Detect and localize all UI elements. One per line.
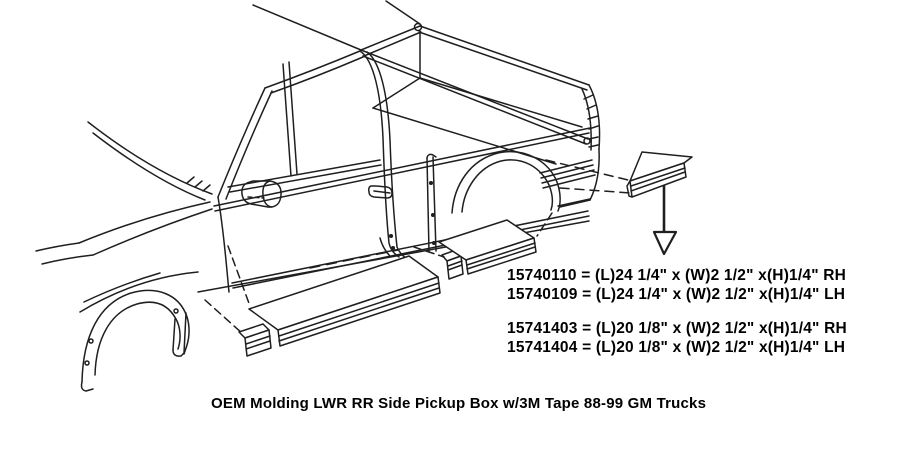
rear-leader-dashes <box>545 159 632 194</box>
molding-strip-short <box>438 219 537 275</box>
rear-molding-piece <box>626 151 693 198</box>
truck-hood-windshield <box>35 121 213 265</box>
spec-group-24in: 15740110 = (L)24 1/4" x (W)2 1/2" x(H)1/… <box>507 266 847 304</box>
top-leader-lines <box>252 0 421 51</box>
part-spec-line: 15741404 = (L)20 1/8" x (W)2 1/2" x(H)1/… <box>507 339 846 356</box>
part-spec-line: 15740110 = (L)24 1/4" x (W)2 1/2" x(H)1/… <box>507 267 847 284</box>
molding-strip-long <box>248 255 441 347</box>
pickup-bed <box>360 22 601 208</box>
lower-molding-assembly <box>238 219 537 357</box>
truck-cab <box>197 50 591 293</box>
bed-front-vertical-strip <box>426 153 437 253</box>
part-spec-line: 15740109 = (L)24 1/4" x (W)2 1/2" x(H)1/… <box>507 286 846 303</box>
down-arrow-icon <box>652 184 678 256</box>
part-specs-block: 15740110 = (L)24 1/4" x (W)2 1/2" x(H)1/… <box>507 266 847 357</box>
rear-wheel-arch <box>451 151 591 214</box>
molding-end-cap-left <box>238 323 272 357</box>
diagram-caption: OEM Molding LWR RR Side Pickup Box w/3M … <box>211 395 707 412</box>
side-mirror <box>241 180 282 208</box>
quarter-panel-molding <box>539 159 596 189</box>
door-handle <box>368 185 393 199</box>
lower-leader-dashes <box>204 212 553 335</box>
part-spec-line: 15741403 = (L)20 1/8" x (W)2 1/2" x(H)1/… <box>507 320 847 337</box>
front-fender-flare <box>79 271 199 392</box>
spec-group-20in: 15741403 = (L)20 1/8" x (W)2 1/2" x(H)1/… <box>507 319 847 357</box>
